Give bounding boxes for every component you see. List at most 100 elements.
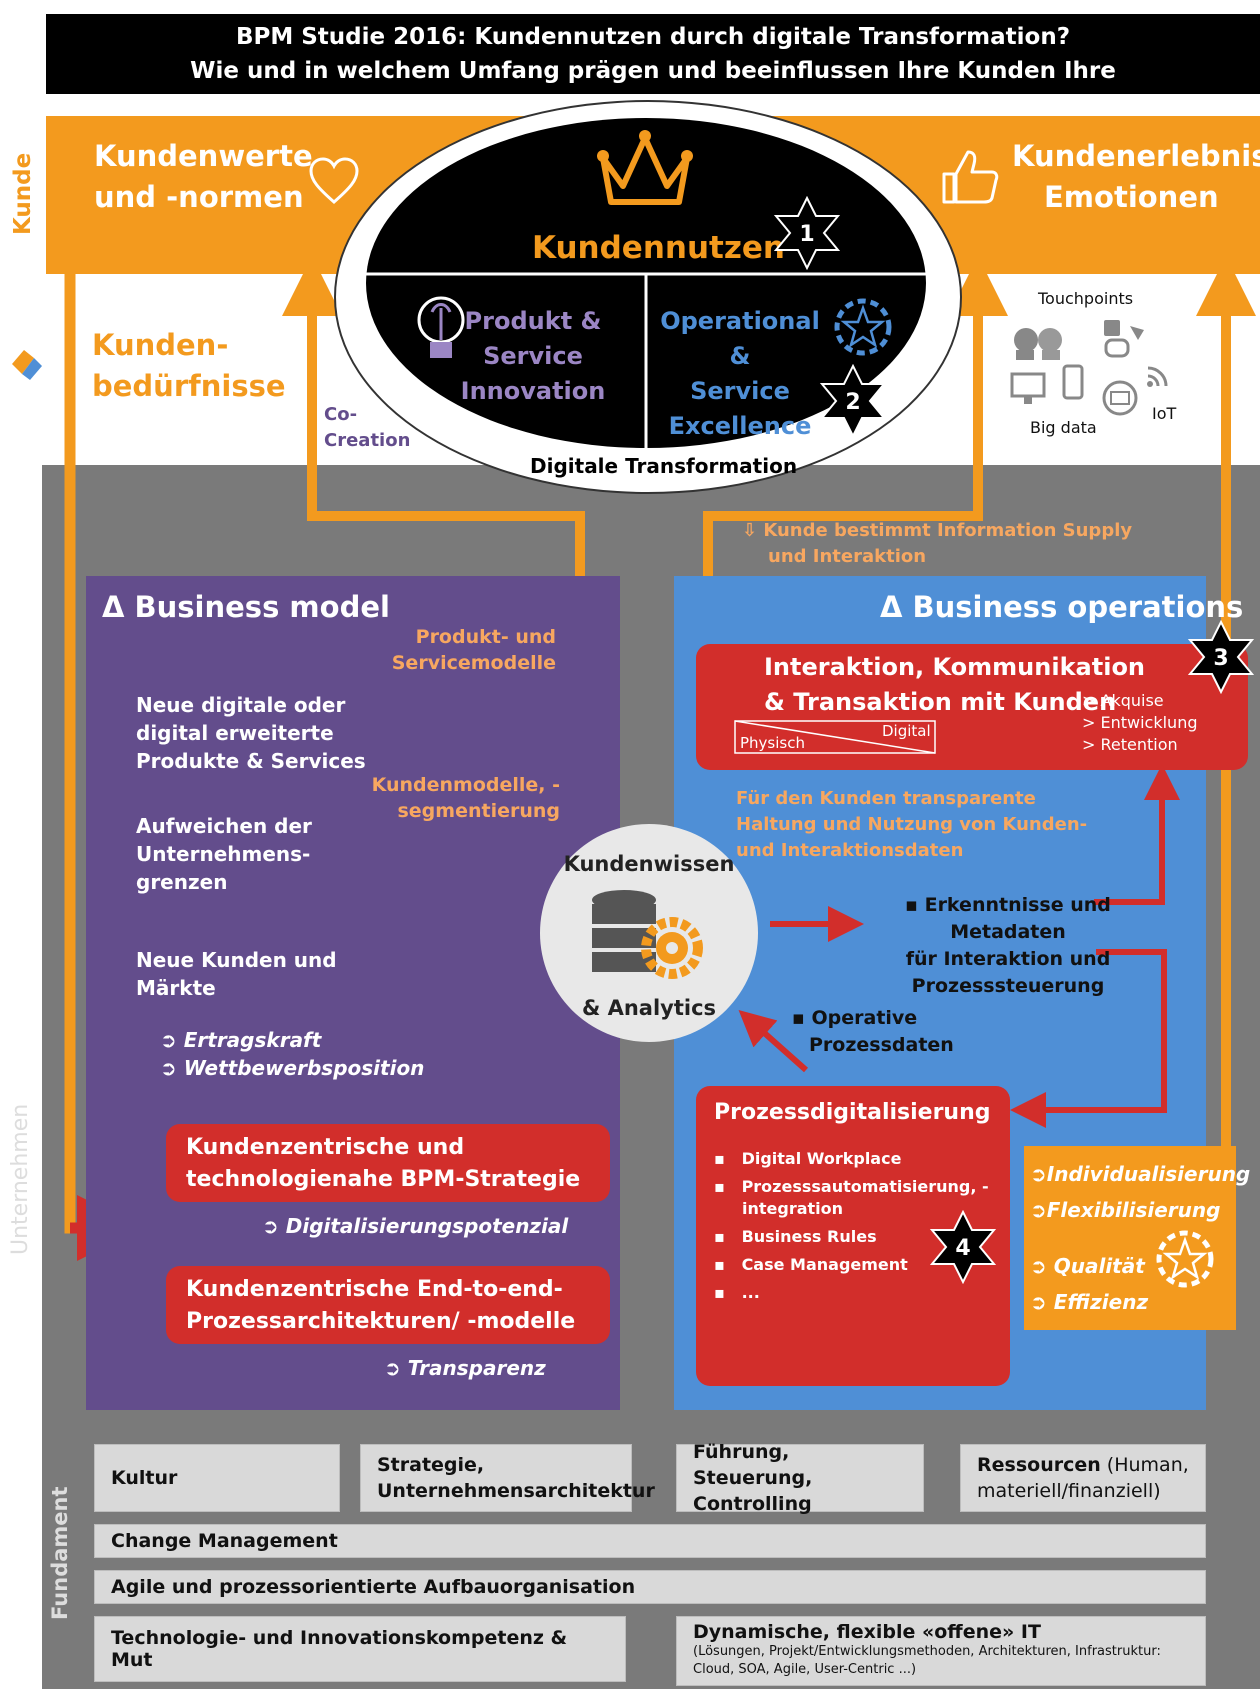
result-arrow-icon: ➲ — [384, 1356, 408, 1380]
cocreation-line-1: Co- — [324, 404, 358, 425]
ressourcen-bold: Ressourcen — [977, 1454, 1101, 1476]
result-ertragskraft: ➲ Ertragskraft — [160, 1028, 321, 1052]
business-operations-title: Δ Business operations — [880, 590, 1244, 624]
ressourcen-line-2: materiell/finanziell) — [977, 1480, 1161, 1502]
fundament-it: Dynamische, flexible «offene» IT (Lösung… — [676, 1616, 1206, 1686]
fundament-change: Change Management — [94, 1524, 1206, 1558]
star-badge-3: 3 — [1187, 620, 1255, 694]
monitor-icon — [1010, 372, 1046, 404]
erkenntnisse-label: ▪ Erkenntnisse und Metadaten für Interak… — [860, 892, 1156, 1000]
bm-item-1-line-1: Neue digitale oder — [136, 693, 346, 717]
e2e-line-2: Prozessarchitekturen/ -modelle — [186, 1309, 576, 1334]
star-badge-3-number: 3 — [1213, 646, 1228, 671]
gear-star-icon — [834, 298, 892, 356]
result-arrow-icon: ➲ — [1030, 1290, 1054, 1314]
prozess-item-3-text: Business Rules — [741, 1227, 877, 1246]
kundenwerte-label-1: Kundenwerte — [94, 139, 313, 173]
arrow-to-interaktion — [1094, 764, 1180, 905]
physisch-digital-scale — [734, 720, 936, 754]
analytics-label: & Analytics — [581, 996, 717, 1020]
digitalisierungspotenzial-label: ➲ Digitalisierungspotenzial — [262, 1214, 568, 1238]
mobile-icon — [1062, 364, 1084, 400]
stage-entwicklung: > Entwicklung — [1082, 713, 1198, 732]
operational-line-2: Service — [690, 377, 790, 405]
produkt-line-3: Innovation — [460, 377, 606, 405]
e2e-architektur-box: Kundenzentrische End-to-end- Prozessarch… — [166, 1266, 610, 1344]
star-badge-4-number: 4 — [955, 1236, 970, 1261]
fundament-agile: Agile und prozessorientierte Aufbauorgan… — [94, 1570, 1206, 1604]
digitale-transformation-label: Digitale Transformation — [530, 454, 798, 478]
crown-icon — [597, 130, 693, 205]
transparente-line-2: Haltung und Nutzung von Kunden- — [736, 814, 1088, 835]
prozess-item-4: ▪ Case Management — [714, 1255, 908, 1274]
produkt-line-1: Produkt & — [464, 307, 602, 335]
business-model-title: Δ Business model — [102, 590, 390, 624]
prozess-item-5: ▪ ... — [714, 1283, 760, 1302]
result-arrow-icon: ➲ — [1030, 1198, 1047, 1222]
it-sub-2: Cloud, SOA, Agile, User-Centric ...) — [693, 1662, 917, 1677]
star-badge-1-number: 1 — [799, 222, 814, 247]
kundenwissen-label: Kundenwissen — [563, 852, 735, 876]
transparente-daten-label: Für den Kunden transparente Haltung und … — [736, 786, 1087, 864]
result-arrow-icon: ➲ — [160, 1028, 184, 1052]
kundenerlebnis-label-2: Emotionen — [1044, 180, 1219, 214]
prozess-title: Prozessdigitalisierung — [714, 1100, 991, 1125]
prozess-list: ▪ Digital Workplace ▪ Prozesssautomatisi… — [714, 1148, 989, 1304]
bm-item-3-line-2: Märkte — [136, 976, 216, 1000]
produkt-line-2: Service — [483, 342, 583, 370]
bm-item-1: Neue digitale oder digital erweiterte Pr… — [136, 691, 366, 775]
fundament-technologie: Technologie- und Innovationskompetenz & … — [94, 1616, 626, 1682]
produkt-innovation-label: Produkt & Service Innovation — [460, 304, 606, 409]
benefit-flexibil-text: Flexibilisierung — [1046, 1198, 1221, 1222]
kundenerlebnis-label-1: Kundenerlebnis — [1012, 139, 1260, 173]
prozess-item-4-text: Case Management — [741, 1255, 908, 1274]
star-badge-4: 4 — [929, 1210, 997, 1284]
cocreation-label: Co- Creation — [324, 402, 410, 454]
produkt-modelle-label: Produkt- und Servicemodelle — [380, 624, 556, 676]
kunde-bestimmt-line-1: ⇩ Kunde bestimmt Information Supply — [742, 518, 1132, 544]
prozess-item-2-text: Prozesssautomatisierung, - — [741, 1177, 989, 1196]
database-gear-icon — [592, 890, 703, 979]
prozess-item-2: ▪ Prozesssautomatisierung, - — [714, 1177, 989, 1196]
handshake-icon — [12, 350, 42, 380]
benefit-effizienz-text: Effizienz — [1053, 1290, 1149, 1314]
kundenmodelle-line-2: segmentierung — [397, 800, 560, 822]
arrow-to-prozess — [1010, 949, 1167, 1128]
e2e-line-1: Kundenzentrische End-to-end- — [186, 1277, 563, 1302]
bpm-strategie-box: Kundenzentrische und technologienahe BPM… — [166, 1124, 610, 1202]
benefit-flexibil: ➲Flexibilisierung — [1030, 1192, 1250, 1228]
benefits-list: ➲Individualisierung ➲Flexibilisierung ➲ … — [1030, 1156, 1250, 1320]
bm-item-2: Aufweichen der Unternehmens- grenzen — [136, 812, 312, 896]
kundenmodelle-label: Kundenmodelle, - segmentierung — [370, 772, 560, 824]
stage-retention: > Retention — [1082, 735, 1178, 754]
iot-label: IoT — [1152, 404, 1177, 423]
result-arrow-icon: ➲ — [1030, 1162, 1047, 1186]
arrow-to-kundenwissen — [738, 1010, 808, 1073]
bm-item-2-line-1: Aufweichen der — [136, 814, 312, 838]
stage-akquise: > Akquise — [1082, 691, 1164, 710]
transparente-line-3: und Interaktionsdaten — [736, 840, 964, 861]
it-title: Dynamische, flexible «offene» IT — [693, 1621, 1041, 1643]
bm-item-2-line-2: Unternehmens- — [136, 842, 311, 866]
star-badge-2: 2 — [819, 364, 887, 438]
heart-icon — [309, 157, 359, 204]
produkt-modelle-line-1: Produkt- und — [415, 626, 556, 648]
kunde-bestimmt-label: ⇩ Kunde bestimmt Information Supply und … — [742, 518, 1132, 570]
result-arrow-icon: ➲ — [262, 1214, 286, 1238]
benefit-qualitaet: ➲ Qualität — [1030, 1248, 1250, 1284]
fuehrung-line-2: Controlling — [693, 1493, 812, 1515]
email-icon — [1102, 380, 1138, 416]
bm-item-3: Neue Kunden und Märkte — [136, 946, 337, 1002]
prozess-item-1-text: Digital Workplace — [741, 1149, 902, 1168]
operational-excellence-label: Operational & Service Excellence — [650, 304, 830, 444]
strategie-line-2: Unternehmensarchitektur — [377, 1480, 655, 1502]
beduerfnisse-label-1: Kunden- — [92, 328, 229, 362]
bm-item-1-line-3: Produkte & Services — [136, 749, 366, 773]
header-bar: BPM Studie 2016: Kundennutzen durch digi… — [46, 14, 1260, 118]
result-arrow-icon: ➲ — [1030, 1254, 1054, 1278]
interaktion-line-1: Interaktion, Kommunikation — [764, 653, 1146, 681]
down-arrow-icon: ⇩ — [742, 520, 764, 541]
transparenz-label: ➲ Transparenz — [384, 1356, 546, 1380]
